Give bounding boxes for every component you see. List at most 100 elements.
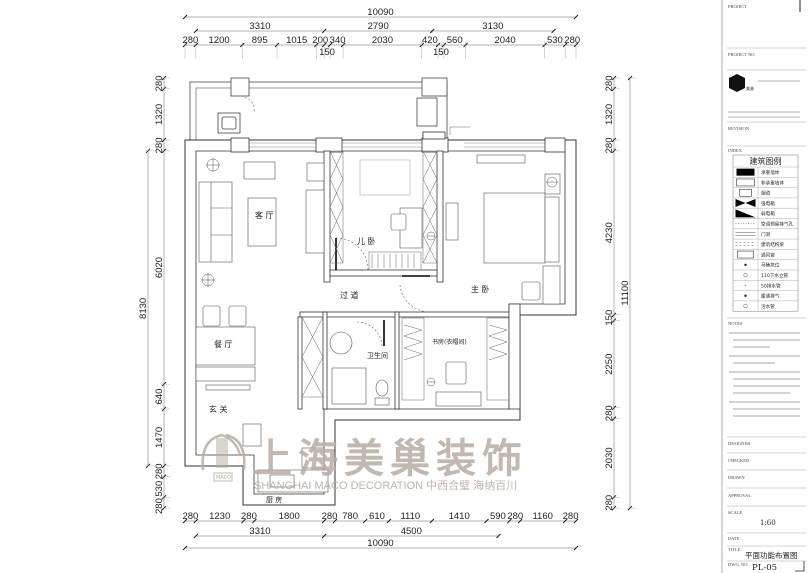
room-label-kitchen: 厨 房: [266, 495, 282, 504]
dot-cross-icon: [744, 263, 747, 267]
dimension-label: 1110: [400, 511, 420, 522]
dimension-label: 2030: [604, 447, 615, 468]
dashed-line-icon: [735, 242, 756, 246]
dimension-label: 640: [154, 389, 165, 405]
tv-cabinet: [306, 162, 325, 182]
dimension-label: 280: [604, 137, 615, 153]
drawn-label: DRAWN: [728, 475, 745, 480]
revision-label: REVISION: [728, 126, 750, 131]
dimension-label: 280: [154, 463, 165, 479]
dimension-label: 420: [422, 35, 438, 46]
dimension-tick: [362, 518, 368, 524]
legend-title: 建筑图例: [750, 156, 782, 166]
legend-item-label: 建筑结构梁: [761, 241, 784, 248]
dimension-label: 1470: [154, 427, 165, 448]
toilet-icon: [375, 379, 389, 397]
dimension-label: 280: [564, 35, 580, 46]
company-logo-text: 美巢: [746, 85, 754, 91]
brand-logo: [201, 433, 246, 482]
double-box-icon: [739, 188, 752, 197]
room-label-dining: 餐 厅: [214, 340, 233, 349]
dimension-label: 280: [182, 511, 198, 522]
title-label: TITLE: [728, 547, 741, 552]
room-label-child-bedroom: 儿 卧: [357, 237, 376, 246]
dimension-label: 280: [154, 498, 165, 514]
child-chair: [390, 213, 407, 231]
washer-icon: [217, 112, 241, 134]
dimension-label: 530: [154, 481, 165, 497]
dimension-label: 610: [369, 511, 385, 522]
dimension-label: 1320: [604, 104, 615, 125]
dwg-no-label: DWG. NO.: [728, 562, 749, 567]
legend-item-label: 非承重墙体: [761, 179, 784, 186]
dimension-label: 1200: [209, 35, 230, 46]
dimension-label: 150: [319, 47, 335, 58]
double-line-icon: [735, 232, 756, 236]
dimension-label: 280: [604, 75, 615, 91]
room-label-master-bedroom: 主 卧: [471, 284, 490, 294]
master-bed: [483, 192, 546, 264]
sink-icon: [329, 331, 353, 355]
side-table: [243, 161, 276, 180]
dimension-label: 10090: [367, 538, 393, 549]
circle-icon: [743, 273, 748, 278]
exterior-walls: [184, 126, 577, 506]
checked-label: CHECKED: [728, 458, 750, 463]
dimension-label: 1230: [209, 511, 230, 522]
dimension-tick: [321, 518, 327, 524]
hollow-rect-icon: [736, 178, 755, 187]
dimension-tick: [193, 518, 199, 524]
room-label-bathroom: 卫生间: [367, 351, 388, 360]
dimension-tick: [573, 14, 579, 20]
legend-item-label: 50排水管: [761, 282, 781, 289]
dimension-label: 1410: [449, 511, 470, 522]
dimension-tick: [484, 518, 489, 524]
small-dot-icon: [744, 284, 747, 287]
dimension-tick: [429, 518, 435, 524]
dimension-tick: [193, 28, 199, 34]
dimension-label: 1800: [279, 511, 300, 522]
closets: [301, 150, 510, 401]
dimension-tick: [573, 545, 579, 551]
dimension-label: 11100: [620, 281, 631, 306]
dimension-label: 2250: [604, 354, 615, 375]
legend-item-label: 弱电箱: [761, 210, 775, 217]
dimension-label: 280: [322, 511, 338, 522]
dimension-label: 1320: [154, 104, 165, 125]
legend-item-label: 暖通排气: [761, 293, 780, 300]
dimension-tick: [573, 518, 579, 524]
project-no-label: PROJECT NO.: [728, 52, 756, 57]
legend-item-label: 烟道: [761, 190, 771, 197]
dimension-label: 6020: [154, 257, 165, 278]
dimension-label: 2040: [495, 35, 516, 46]
dimension-label: 780: [342, 511, 358, 522]
dimension-label: 3310: [249, 21, 270, 32]
shower: [331, 367, 367, 405]
date-label: DATE: [728, 536, 740, 541]
solid-black-rect-icon: [736, 168, 755, 176]
dimension-tick: [332, 518, 338, 524]
dimension-label: 280: [154, 137, 165, 153]
legend-item-label: 门洞: [761, 231, 771, 238]
project-label: PROJECT: [728, 4, 747, 9]
dimension-tick: [182, 14, 188, 20]
dimension-tick: [429, 28, 435, 34]
approval-label: APPROVAL: [728, 493, 751, 498]
room-label-study: 书房(衣帽间): [432, 338, 467, 346]
dimension-label: 280: [563, 511, 579, 522]
dwg-no-value: PL-05: [752, 563, 777, 573]
doors: [335, 238, 430, 346]
dimension-tick: [507, 518, 512, 524]
brand-name-cn: 上海美巢装饰: [252, 435, 528, 482]
circle-cross-icon: [743, 304, 748, 309]
dining-table: [195, 326, 256, 366]
legend-item-label: 110下水立管: [761, 272, 789, 279]
dimension-label: 590: [490, 511, 506, 522]
fridge: [242, 423, 262, 447]
room-label-foyer: 玄 关: [209, 404, 228, 414]
legend-item-label: 空调预留排气孔: [761, 220, 794, 227]
dimension-tick: [241, 518, 246, 524]
dimension-label: 280: [154, 75, 165, 91]
